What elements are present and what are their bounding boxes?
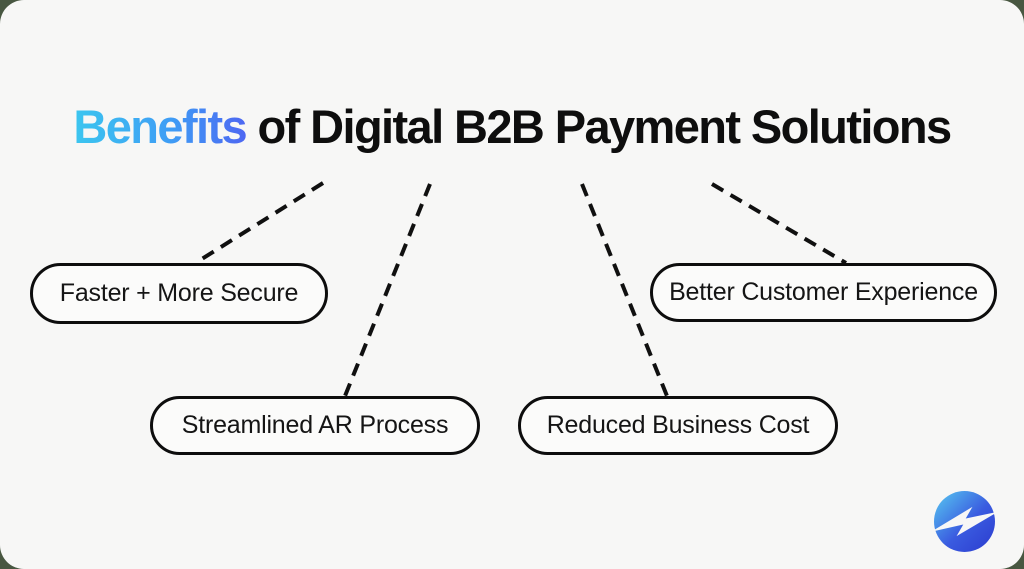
benefit-label: Better Customer Experience [669,278,978,306]
benefit-box-reduced-business-cost: Reduced Business Cost [518,396,838,455]
benefit-label: Reduced Business Cost [546,411,810,439]
benefit-box-streamlined-ar-process: Streamlined AR Process [150,396,480,455]
benefit-label: Faster + More Secure [59,279,299,307]
title-rest: of Digital B2B Payment Solutions [246,100,953,153]
connector-faster-more-secure [195,181,325,264]
lightning-bolt-icon [934,491,995,552]
benefit-box-faster-more-secure: Faster + More Secure [30,263,328,324]
benefit-label: Streamlined AR Process [181,411,449,439]
connector-streamlined-ar-process [343,183,432,397]
brand-logo [934,491,995,552]
title-highlight: Benefits [73,100,247,153]
connector-reduced-business-cost [580,183,669,397]
connector-better-customer-experience [710,182,848,265]
benefit-box-better-customer-experience: Better Customer Experience [650,263,997,322]
page-title: Benefits of Digital B2B Payment Solution… [0,100,1024,154]
